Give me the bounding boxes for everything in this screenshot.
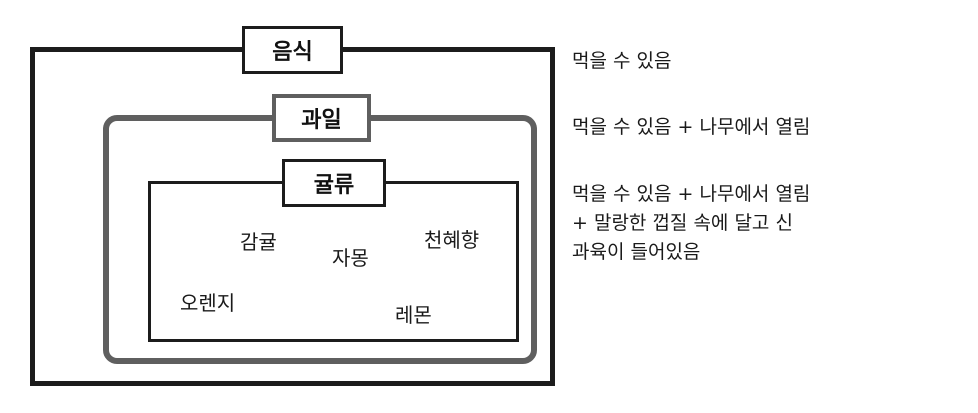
citrus-tag-label: 귤류: [313, 173, 355, 198]
citrus-item-grapefruit: 자몽: [332, 246, 369, 270]
citrus-item-cheonhyehyang: 천혜향: [424, 228, 480, 252]
citrus-item-lemon: 레몬: [395, 303, 432, 327]
food-description: 먹을 수 있음: [572, 47, 671, 76]
citrus-tag: 귤류: [282, 159, 386, 207]
citrus-item-orange: 오렌지: [180, 291, 236, 315]
citrus-description: 먹을 수 있음 + 나무에서 열림 + 말랑한 껍질 속에 달고 신 과육이 들…: [572, 180, 810, 267]
food-tag-label: 음식: [272, 40, 313, 65]
citrus-description-line-3: 과육이 들어있음: [572, 241, 701, 263]
fruit-description-line: 먹을 수 있음 + 나무에서 열림: [572, 116, 811, 138]
fruit-tag-label: 과일: [301, 108, 342, 133]
fruit-description: 먹을 수 있음 + 나무에서 열림: [572, 113, 810, 142]
food-tag: 음식: [242, 26, 343, 74]
citrus-item-gamgyul: 감귤: [240, 230, 277, 254]
fruit-tag: 과일: [272, 94, 371, 142]
food-description-line: 먹을 수 있음: [572, 50, 672, 72]
citrus-description-line-2: + 말랑한 껍질 속에 달고 신: [572, 212, 793, 234]
citrus-description-line-1: 먹을 수 있음 + 나무에서 열림: [572, 183, 811, 205]
